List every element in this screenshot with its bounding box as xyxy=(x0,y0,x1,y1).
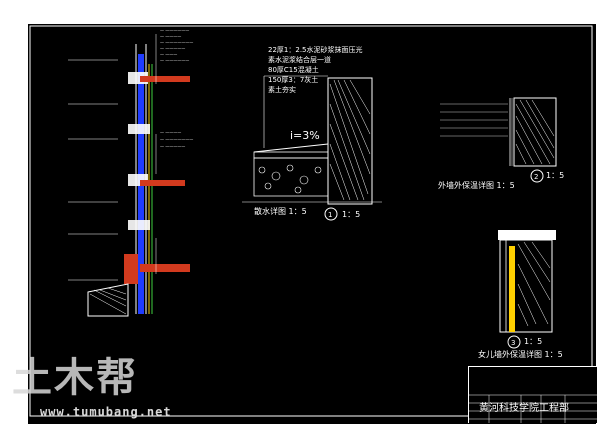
svg-text:3: 3 xyxy=(511,339,515,347)
wall-section-drawing xyxy=(68,34,190,317)
drainage-callout-4: 150厚3：7灰土 xyxy=(268,76,319,84)
title-block xyxy=(468,366,597,423)
parapet-detail-drawing: 3 xyxy=(498,230,556,349)
title-block-project-name: 黄河科技学院工程部 xyxy=(479,403,569,414)
drainage-callout-1: 22厚1：2.5水泥砂浆抹面压光 xyxy=(268,46,363,54)
drainage-detail-drawing: 1 xyxy=(242,75,382,221)
callout-line: — ——————— xyxy=(160,137,194,142)
callout-line: — ———— xyxy=(160,130,182,135)
watermark-logo: 土木帮 xyxy=(12,355,138,401)
drainage-detail-title: 散水详图 1：5 xyxy=(254,207,307,216)
callout-line: — ——— xyxy=(160,52,178,57)
svg-text:1: 1 xyxy=(328,211,332,219)
callout-line: — —————— xyxy=(160,28,190,33)
drainage-callout-5: 素土夯实 xyxy=(268,86,296,94)
svg-text:2: 2 xyxy=(534,173,538,181)
exterior-wall-detail-drawing: 2 xyxy=(440,97,557,183)
cad-linework: 1 2 3 xyxy=(29,25,593,417)
callout-line: — ————— xyxy=(160,46,186,51)
callout-line: — ————— xyxy=(160,144,186,149)
parapet-detail-title: 女儿墙外保温详图 1：5 xyxy=(478,350,563,359)
callout-line: — ———— xyxy=(160,34,182,39)
drainage-callout-3: 80厚C15混凝土 xyxy=(268,66,319,74)
cad-drawing-sheet: 1 2 3 — —— xyxy=(28,24,596,424)
exterior-wall-detail-title: 外墙外保温详图 1：5 xyxy=(438,181,515,190)
slope-label: i=3% xyxy=(290,129,320,142)
exterior-wall-scale-tag: 1：5 xyxy=(546,171,565,180)
watermark-url: www.tumubang.net xyxy=(40,405,172,419)
callout-line: — —————— xyxy=(160,58,190,63)
drainage-scale-tag: 1：5 xyxy=(342,210,361,219)
title-block-grid xyxy=(469,394,597,423)
drainage-callout-2: 素水泥浆结合层一道 xyxy=(268,56,331,64)
callout-line: — ——————— xyxy=(160,40,194,45)
parapet-scale-tag: 1：5 xyxy=(524,337,543,346)
